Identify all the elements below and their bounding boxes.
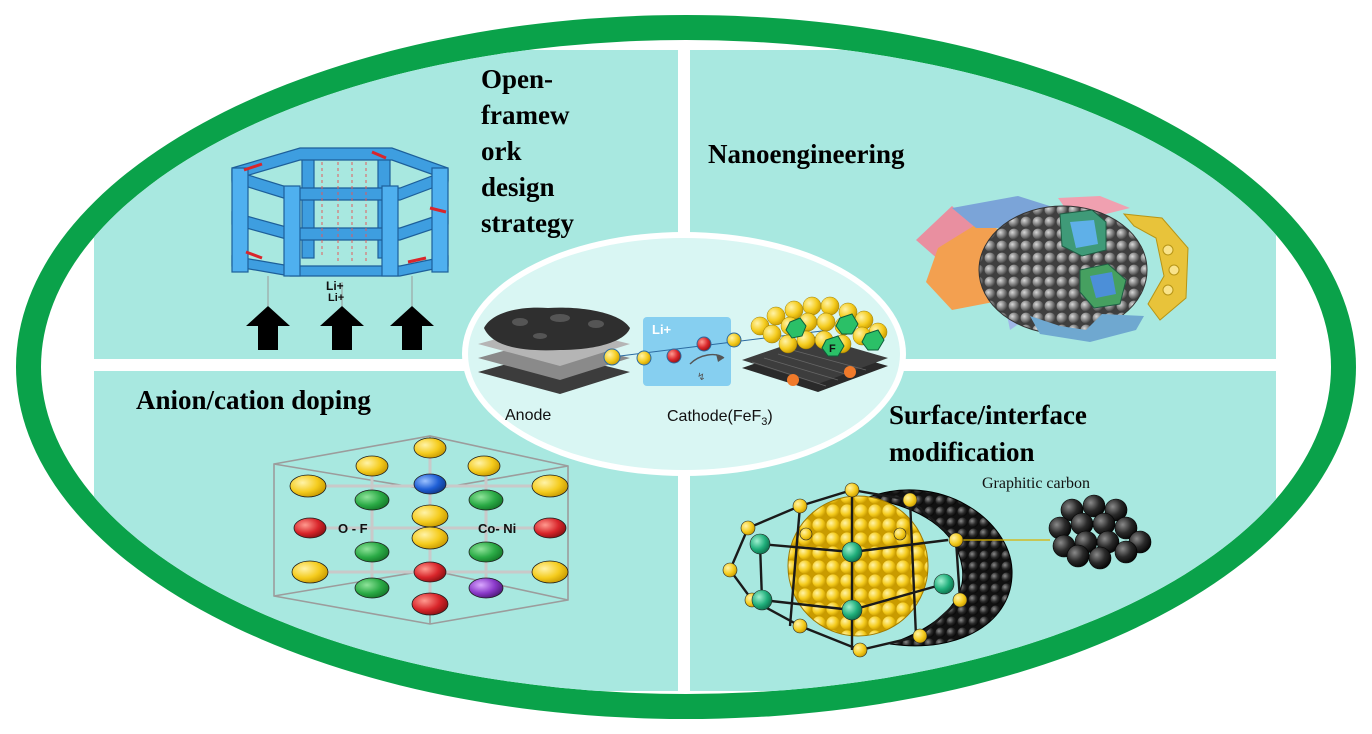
title-open-framework: Open- framew ork design strategy: [481, 64, 576, 238]
doping-label-co-ni: Co- Ni: [478, 521, 516, 536]
graphitic-carbon-cluster: [1048, 494, 1152, 570]
cathode-f-label: F: [829, 343, 836, 355]
anode-illustration: [478, 307, 630, 394]
li-label-2: Li+: [328, 292, 344, 304]
title-anion-cation-doping: Anion/cation doping: [136, 385, 371, 415]
framework-illustration: Li+ Li+: [231, 147, 449, 350]
svg-text:↯: ↯: [697, 372, 705, 383]
up-arrow-icon: [390, 306, 434, 350]
carbon-cage-illustration: [722, 482, 1152, 658]
crystal-lattice: O - F Co- Ni: [273, 435, 569, 625]
graphitic-carbon-label: Graphitic carbon: [982, 475, 1090, 492]
li-transfer-box: Li+ ↯: [643, 317, 731, 386]
anode-label: Anode: [505, 407, 551, 424]
doping-label-o-f: O - F: [338, 521, 368, 536]
up-arrow-icon: [246, 306, 290, 350]
title-nanoengineering: Nanoengineering: [708, 139, 905, 169]
li-label-1: Li+: [326, 279, 344, 293]
cathode-illustration: F: [742, 296, 888, 392]
cathode-label: Cathode(FeF3): [667, 408, 773, 428]
up-arrow-icon: [320, 306, 364, 350]
nano-sphere-illustration: [916, 196, 1189, 342]
li-box-label: Li+: [652, 322, 672, 337]
title-surface-interface: Surface/interface modification: [889, 400, 1094, 467]
